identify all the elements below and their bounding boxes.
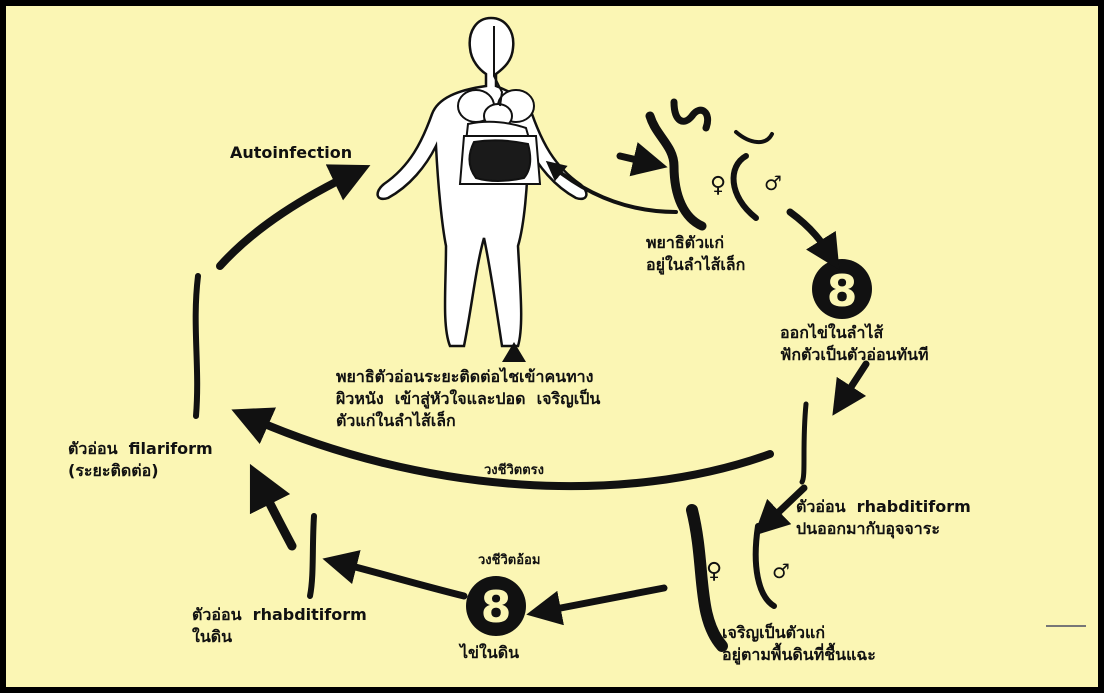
label-adult-worm: พยาธิตัวแก่ อยู่ในลำไส้เล็ก — [646, 232, 745, 276]
label-filariform-larva: ตัวอ่อน filariform (ระยะติดต่อ) — [68, 438, 213, 482]
label-free-living-adult: เจริญเป็นตัวแก่ อยู่ตามพื้นดินที่ชื้นแฉะ — [722, 622, 876, 666]
label-direct-cycle: วงชีวิตตรง — [484, 460, 544, 482]
diagram-canvas: ♀ ♂ 8 ♀ ♂ 8 — [6, 6, 1098, 687]
label-egg-hatch: ออกไข่ในลำไส้ ฟักตัวเป็นตัวอ่อนทันที — [780, 322, 929, 366]
egg-intestine: 8 — [812, 259, 872, 319]
filariform-larva — [196, 276, 198, 416]
female-symbol-bottom: ♀ — [706, 559, 722, 584]
rhabditiform-larva-soil — [310, 516, 314, 596]
label-rhabditiform-feces: ตัวอ่อน rhabditiform ปนออกมากับอุจจาระ — [796, 496, 971, 540]
arrow-larvasoil-to-filariform — [258, 480, 292, 546]
label-egg-soil: ไข่ในดิน — [460, 642, 519, 664]
male-symbol-bottom: ♂ — [772, 559, 790, 583]
arrow-egg-to-larva — [840, 364, 866, 404]
diagram-artwork: ♀ ♂ 8 ♀ ♂ 8 — [6, 6, 1098, 687]
female-symbol-top: ♀ — [710, 173, 726, 198]
arrow-eggsoil-to-larvasoil — [336, 562, 464, 596]
rhabditiform-larva-feces — [802, 404, 806, 482]
arrow-filariform-to-autoinfection — [220, 172, 356, 266]
egg-soil: 8 — [466, 576, 526, 636]
arrow-freeliving-to-eggsoil — [540, 588, 664, 612]
adult-worms-parasitic — [650, 102, 772, 226]
label-autoinfection: Autoinfection — [230, 142, 352, 164]
arrow-to-worms — [620, 156, 654, 164]
svg-text:8: 8 — [481, 582, 512, 633]
label-filariform-infection: พยาธิตัวอ่อนระยะติดต่อไชเข้าคนทาง ผิวหนั… — [336, 366, 600, 432]
label-rhabditiform-soil: ตัวอ่อน rhabditiform ในดิน — [192, 604, 367, 648]
svg-text:8: 8 — [827, 266, 858, 317]
label-indirect-cycle: วงชีวิตอ้อม — [478, 550, 540, 572]
arrow-worm-to-egg — [790, 212, 832, 258]
male-symbol-top: ♂ — [764, 171, 782, 195]
